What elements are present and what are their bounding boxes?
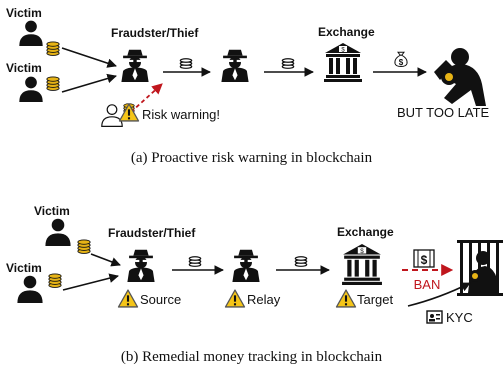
victim-icon-a1 xyxy=(19,20,43,46)
kyc-arrow xyxy=(407,282,471,307)
coin-stack-icon xyxy=(48,273,62,288)
coin-transfer-icon xyxy=(188,256,202,267)
observer-icon xyxy=(101,104,123,127)
caption-b: (b) Remedial money tracking in blockchai… xyxy=(121,349,383,365)
victim-icon-b1 xyxy=(45,218,71,246)
fraudster-label-b: Fraudster/Thief xyxy=(108,226,196,240)
victim-label-b2: Victim xyxy=(6,261,42,275)
warning-icon-target xyxy=(335,289,357,308)
exchange-icon-b xyxy=(342,244,382,285)
victim-label-b1: Victim xyxy=(34,204,70,218)
coin-transfer-icon xyxy=(179,58,193,69)
coin-stack-icon xyxy=(46,76,60,91)
fraudster-label-a: Fraudster/Thief xyxy=(111,26,199,40)
money-bag-symbol: $ xyxy=(399,58,404,67)
kyc-label: KYC xyxy=(446,310,473,325)
caption-a: (a) Proactive risk warning in blockchain xyxy=(131,150,373,166)
source-label: Source xyxy=(140,292,181,307)
victim-label-a1: Victim xyxy=(6,6,42,20)
warning-icon-source xyxy=(117,289,139,308)
id-card-icon xyxy=(426,310,443,324)
exchange-label-a: Exchange xyxy=(318,25,375,39)
ban-label: BAN xyxy=(414,277,441,292)
warning-icon-relay xyxy=(224,289,246,308)
outcome-label: BUT TOO LATE xyxy=(397,105,490,120)
flow-arrow xyxy=(61,73,117,93)
thief-icon-relay xyxy=(232,249,260,282)
svg-text:$: $ xyxy=(421,253,428,267)
victim-icon-a2 xyxy=(19,76,43,102)
thief-icon-a-relay xyxy=(221,49,249,82)
jail-icon xyxy=(457,240,503,296)
exchange-icon-a xyxy=(324,43,362,82)
thief-icon-a xyxy=(121,49,149,82)
flow-arrow xyxy=(90,253,121,267)
exchange-label-b: Exchange xyxy=(337,225,394,239)
coin-stack-icon xyxy=(77,239,91,254)
victim-label-a2: Victim xyxy=(6,61,42,75)
risk-warning-label: Risk warning! xyxy=(142,107,220,122)
escaped-thief-icon xyxy=(434,48,486,106)
target-label: Target xyxy=(357,292,394,307)
relay-label: Relay xyxy=(247,292,281,307)
flow-arrow xyxy=(62,273,119,291)
coin-transfer-icon xyxy=(294,256,308,267)
panel-a: Victim Victim Fraudster/Thief Exchange $… xyxy=(6,6,490,166)
thief-icon-source xyxy=(127,249,155,282)
flow-arrow xyxy=(61,47,117,68)
victim-icon-b2 xyxy=(17,275,43,303)
coin-stack-icon xyxy=(46,41,60,56)
panel-b: Victim Victim Fraudster/Thief Exchange $… xyxy=(6,204,503,365)
coin-transfer-icon xyxy=(281,58,295,69)
blocked-cash-icon: $ xyxy=(413,249,435,268)
